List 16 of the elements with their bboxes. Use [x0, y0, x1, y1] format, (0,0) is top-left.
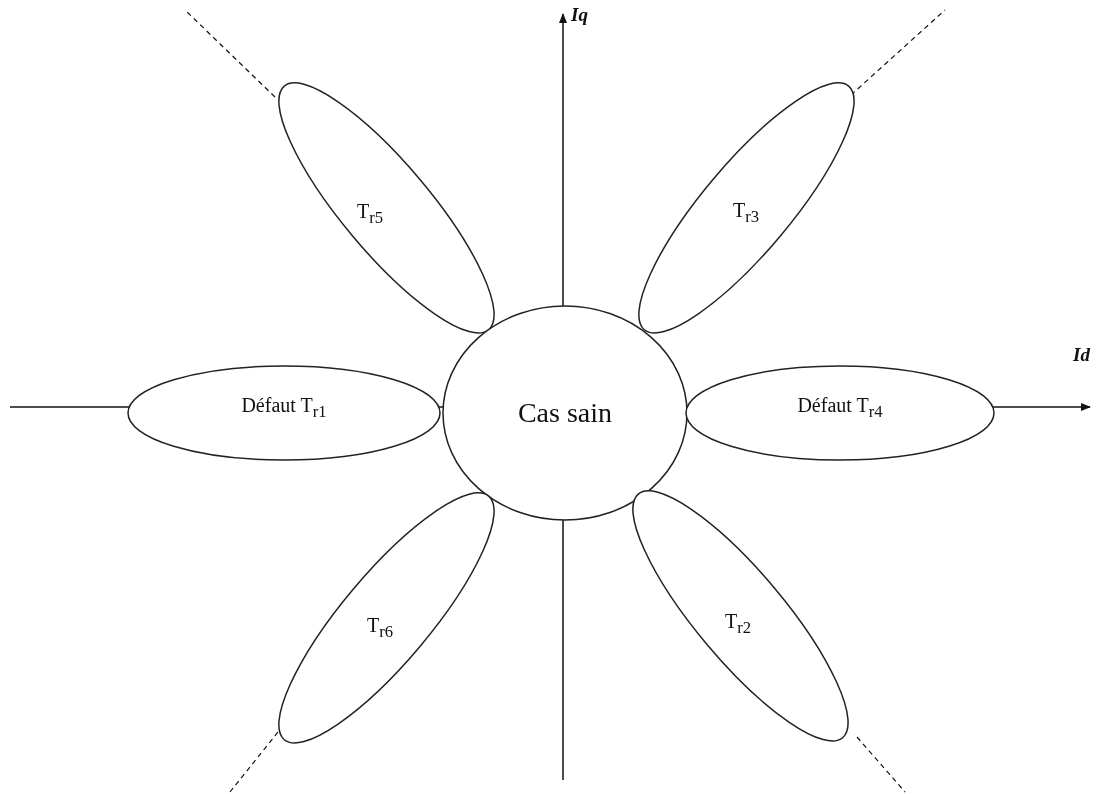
fault-label: T$_{r3}$ — [732, 199, 760, 227]
state-circle — [442, 305, 688, 521]
fault-ellipse — [277, 82, 495, 334]
fault-label: T$_{r5}$ — [356, 200, 384, 228]
fault-label: Défaut T$_{r4}$ — [797, 394, 883, 422]
axis-label: Id — [1073, 344, 1090, 366]
fault-ellipse — [685, 365, 995, 461]
fault-label: T$_{r2}$ — [724, 610, 752, 638]
fault-ellipse — [277, 492, 495, 744]
axis-label: Iq — [571, 4, 588, 26]
fault-label: Défaut T$_{r1}$ — [241, 394, 327, 422]
fault-ellipse — [631, 490, 849, 742]
fault-ellipse — [127, 365, 441, 461]
fault-label: T$_{r6}$ — [366, 614, 394, 642]
fault-ellipse — [637, 82, 855, 334]
state-label: Cas sain — [517, 397, 613, 429]
